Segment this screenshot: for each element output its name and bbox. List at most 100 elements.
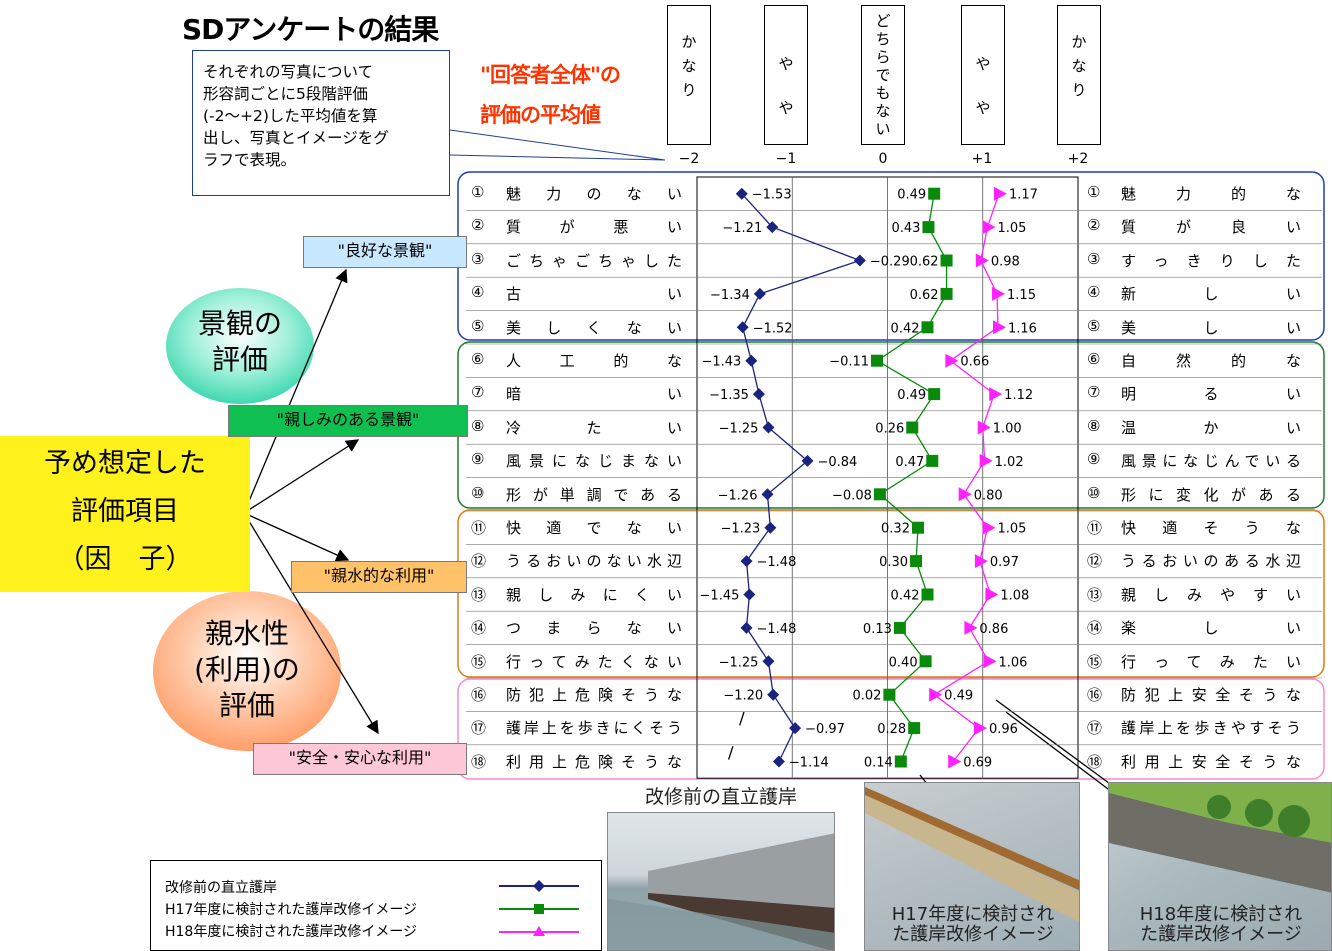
callout-line: 出し、写真とイメージをグ [203,129,389,147]
factor-safe-use: "安全・安心な利用" [253,743,467,775]
data-label: 0.42 [891,589,920,604]
scale-char: か [681,33,697,51]
row-number-left: ⑩ [471,483,485,502]
data-label: 0.40 [889,655,918,670]
row-adjective-negative: 魅力のない [506,185,682,203]
data-point-square [928,187,941,200]
data-label: 0.96 [989,722,1018,737]
page-title: SDアンケートの結果 [182,13,439,46]
data-label: −1.14 [789,756,829,771]
data-label: 1.02 [995,455,1024,470]
chart-legend: 改修前の直立護岸 H17年度に検討された護岸改修イメージ H18年度に検討された… [150,860,602,951]
data-point-diamond [767,688,780,701]
callout-line: 形容詞ごとに5段階評価 [203,85,368,103]
oval-shinsui-label: 親水性 (利用)の 評価 [153,616,341,724]
data-label: −0.08 [832,488,872,503]
row-number-right: ⑩ [1087,483,1101,502]
oval-line: 親水性 [204,617,289,650]
data-label: −1.21 [722,221,762,236]
data-point-square [906,421,919,434]
row-number-right: ⑥ [1087,350,1101,368]
row-number-left: ⑤ [471,316,485,335]
photo-before-image [608,833,834,950]
photo-before-caption: 改修前の直立護岸 [644,786,797,808]
data-label: 0.49 [897,188,926,203]
data-label: −1.25 [719,422,759,437]
data-point-triangle [992,320,1006,335]
row-adjective-positive: 自然的な [1121,352,1301,370]
legend-marker-triangle [533,926,545,936]
row-number-right: ⑨ [1087,450,1101,469]
row-adjective-negative: 快適でない [506,519,682,537]
row-number-right: ⑮ [1087,652,1103,671]
data-point-square [928,388,941,401]
row-adjective-positive: うるおいのある水辺 [1121,552,1301,571]
oval-line: (利用)の [194,653,300,686]
legend-label-before: 改修前の直立護岸 [165,880,277,896]
data-point-diamond [762,421,775,434]
data-point-diamond [764,521,777,534]
data-point-square [940,254,953,267]
data-label: −0.84 [817,455,857,470]
row-adjective-negative: 護岸上を歩きにくそう [506,719,682,738]
legend-marker-diamond [533,880,545,892]
data-point-triangle [945,353,959,368]
row-number-left: ③ [471,249,485,268]
data-label: 0.32 [881,522,910,537]
data-point-square [908,722,921,735]
row-adjective-positive: 質が良い [1121,218,1301,237]
data-label: 0.43 [892,221,921,236]
x-tick-label: −1 [775,151,797,167]
data-point-diamond [736,321,749,334]
row-adjective-negative: 親しみにくい [506,585,682,604]
row-number-left: ⑦ [471,383,485,402]
row-adjective-negative: 人工的な [506,352,682,370]
scale-char: な [1071,57,1087,75]
scale-char: な [681,57,697,75]
data-label: 1.00 [993,422,1022,437]
data-point-square [921,588,934,601]
callout-line: (-2〜+2)した平均値を算 [203,107,378,125]
row-number-right: ⑪ [1087,519,1103,537]
photo-caption-line: た護岸改修イメージ [892,924,1054,945]
row-number-right: ⑤ [1087,316,1101,335]
photo-caption-line: た護岸改修イメージ [1140,924,1302,945]
data-point-diamond [766,221,779,234]
data-label: −0.11 [829,355,869,370]
data-point-triangle [993,186,1007,201]
row-number-right: ⑬ [1087,585,1103,604]
data-label: 0.49 [944,689,973,704]
row-number-right: ⑭ [1087,619,1103,638]
row-number-left: ⑯ [471,686,487,704]
row-adjective-negative: 美しくない [506,318,682,337]
row-adjective-positive: 楽しい [1121,619,1301,638]
data-point-triangle [983,654,997,669]
scale-char: ら [875,48,891,66]
data-label: 1.15 [1007,288,1036,303]
overall-label-line: "回答者全体"の [480,63,621,87]
row-adjective-positive: 行ってみたい [1121,652,1301,671]
row-adjective-positive: 利用上安全そうな [1121,752,1301,771]
data-label: 1.05 [998,221,1027,236]
data-point-square [919,655,932,668]
data-point-triangle [992,286,1006,301]
row-adjective-positive: 風景になじんでいる [1121,452,1301,471]
data-label: 0.02 [852,689,881,704]
callout-pointer [449,129,666,161]
row-number-right: ⑫ [1087,552,1103,571]
row-number-left: ⑰ [471,719,487,738]
data-point-diamond [761,488,774,501]
data-point-diamond [762,655,775,668]
scale-char: り [1071,81,1087,99]
photo-caption-line: H17年度に検討され [891,904,1055,925]
data-label: −1.23 [720,522,760,537]
row-adjective-positive: 防犯上安全そうな [1121,686,1301,704]
oval-line: 評価 [218,689,275,722]
data-point-square [910,555,923,568]
data-label: 0.28 [877,722,906,737]
data-point-square [926,454,939,467]
scale-box-very-left: か な り [667,5,711,145]
data-label: 0.47 [895,455,924,470]
photo-caption-line: H18年度に検討され [1139,904,1303,925]
main-factor-line: 予め想定した [44,448,206,479]
